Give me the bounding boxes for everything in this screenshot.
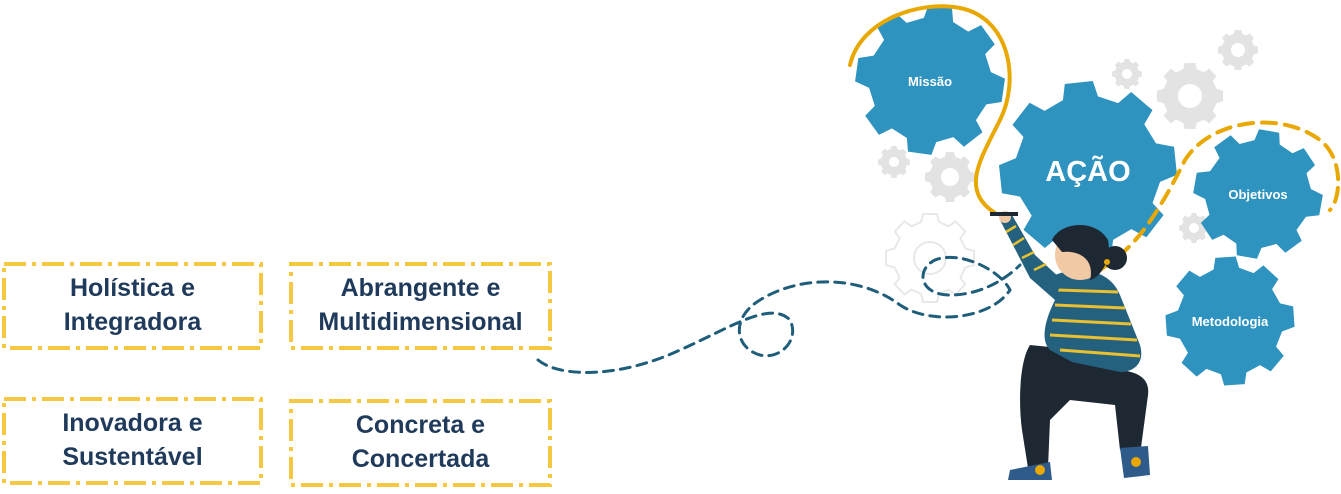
person-illustration — [990, 211, 1150, 480]
gear-label-metodologia: Metodologia — [1192, 314, 1269, 329]
card-line-1: Holística e — [69, 274, 196, 303]
card-line-2: Concertada — [351, 445, 490, 473]
card-line-2: Sustentável — [62, 443, 203, 471]
card-line-2: Multidimensional — [318, 308, 523, 336]
card-inovadora: Inovadora e Sustentável — [2, 397, 263, 485]
card-holistica: Holística e Integradora — [2, 262, 263, 350]
gear-label-acao: AÇÃO — [1045, 154, 1130, 188]
yellow-path — [848, 4, 1012, 215]
card-frame — [2, 397, 263, 485]
card-frame — [289, 262, 552, 350]
card-line-1: Inovadora e — [62, 409, 203, 438]
background-gear-icon — [878, 30, 1258, 243]
card-abrangente: Abrangente e Multidimensional — [289, 262, 552, 350]
gear-label-missao: Missão — [908, 74, 952, 89]
card-frame — [2, 262, 263, 350]
card-line-2: Integradora — [63, 308, 202, 336]
card-concreta: Concreta e Concertada — [289, 399, 552, 487]
card-frame — [289, 399, 552, 487]
yellow-dashed-path — [1098, 120, 1341, 272]
card-line-1: Abrangente e — [340, 274, 501, 303]
card-line-1: Concreta e — [355, 411, 486, 440]
dashed-trail — [536, 255, 1022, 374]
gear-label-objetivos: Objetivos — [1228, 187, 1287, 202]
